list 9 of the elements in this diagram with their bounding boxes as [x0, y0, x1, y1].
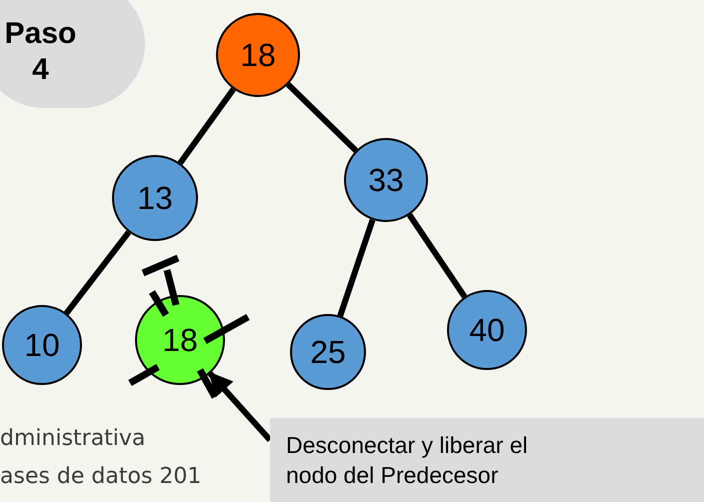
- background-text: dministrativa: [0, 425, 146, 453]
- callout-box: Desconectar y liberar el nodo del Predecesor: [270, 418, 704, 502]
- tree-edge: [337, 218, 376, 317]
- tree-edge: [406, 213, 468, 298]
- arrow: [208, 371, 272, 442]
- tree-edge: [64, 230, 132, 316]
- tree-edge: [178, 87, 236, 165]
- tree-edge: [286, 82, 358, 153]
- background-text: ases de datos 201: [0, 463, 202, 491]
